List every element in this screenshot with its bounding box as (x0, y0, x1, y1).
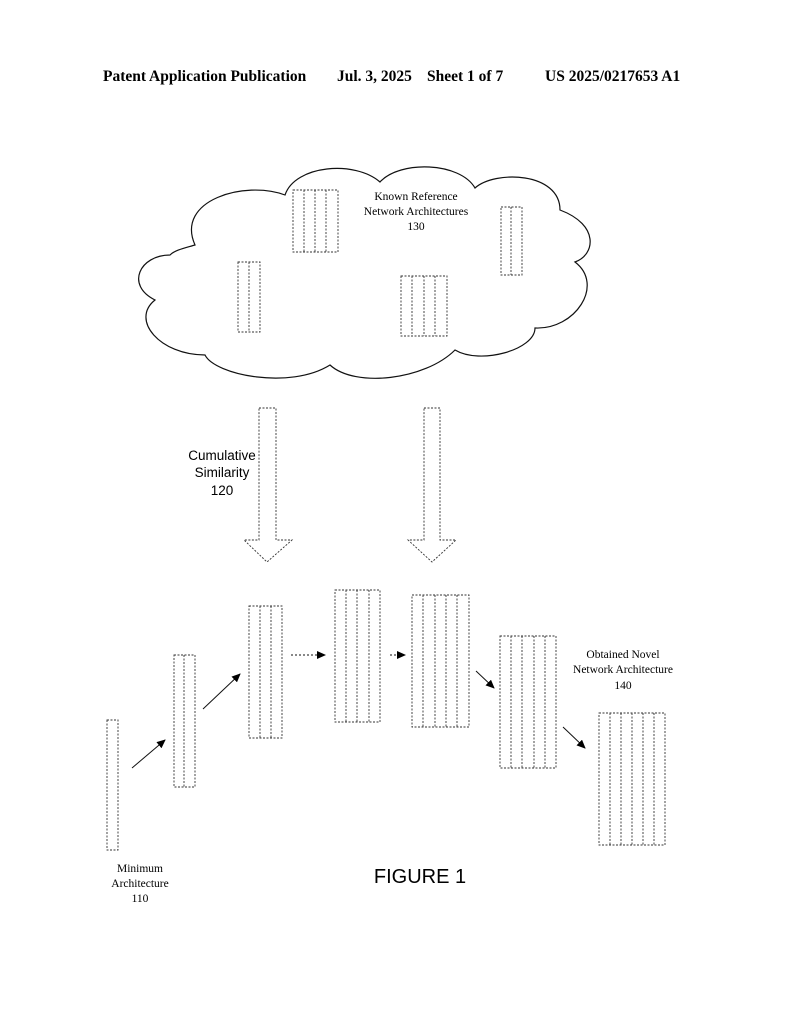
minimum-architecture (106, 719, 119, 851)
reference-architecture-c (400, 275, 448, 337)
reference-architecture-b (237, 261, 261, 333)
similarity-label-number: 120 (211, 483, 234, 498)
header-publication: Patent Application Publication (103, 68, 307, 85)
novel-architecture (598, 712, 666, 846)
reference-cloud (138, 166, 591, 379)
header-date: Jul. 3, 2025 (337, 68, 412, 85)
novel-label-line2: Network Architecture (573, 664, 673, 676)
header-sheet: Sheet 1 of 7 (427, 68, 504, 85)
minimum-label-line2: Architecture (111, 878, 168, 890)
reference-label-line2: Network Architectures (364, 206, 469, 218)
architecture-step-3 (248, 605, 283, 739)
growth-arrow-5 (475, 670, 495, 689)
similarity-label-line1: Cumulative (188, 448, 256, 463)
architecture-step-5 (411, 594, 470, 728)
figure-caption: FIGURE 1 (374, 866, 466, 888)
growth-arrow-2 (202, 673, 241, 710)
architecture-step-6 (499, 635, 557, 769)
architecture-step-4 (334, 589, 381, 723)
growth-arrow-6 (562, 726, 586, 749)
similarity-arrow-right (406, 407, 458, 563)
architecture-step-2 (173, 654, 196, 788)
reference-label-line1: Known Reference (374, 191, 457, 203)
reference-label-number: 130 (407, 221, 425, 233)
minimum-label-line1: Minimum (117, 863, 163, 875)
header-number: US 2025/0217653 A1 (545, 68, 681, 85)
growth-arrow-1 (131, 739, 166, 769)
reference-architecture-a (292, 189, 339, 253)
similarity-arrow-left (242, 407, 294, 563)
similarity-label-line2: Similarity (195, 465, 250, 480)
novel-label-line1: Obtained Novel (586, 649, 659, 661)
minimum-label-number: 110 (132, 893, 149, 905)
reference-architecture-d (500, 206, 523, 276)
novel-label-number: 140 (614, 680, 632, 692)
